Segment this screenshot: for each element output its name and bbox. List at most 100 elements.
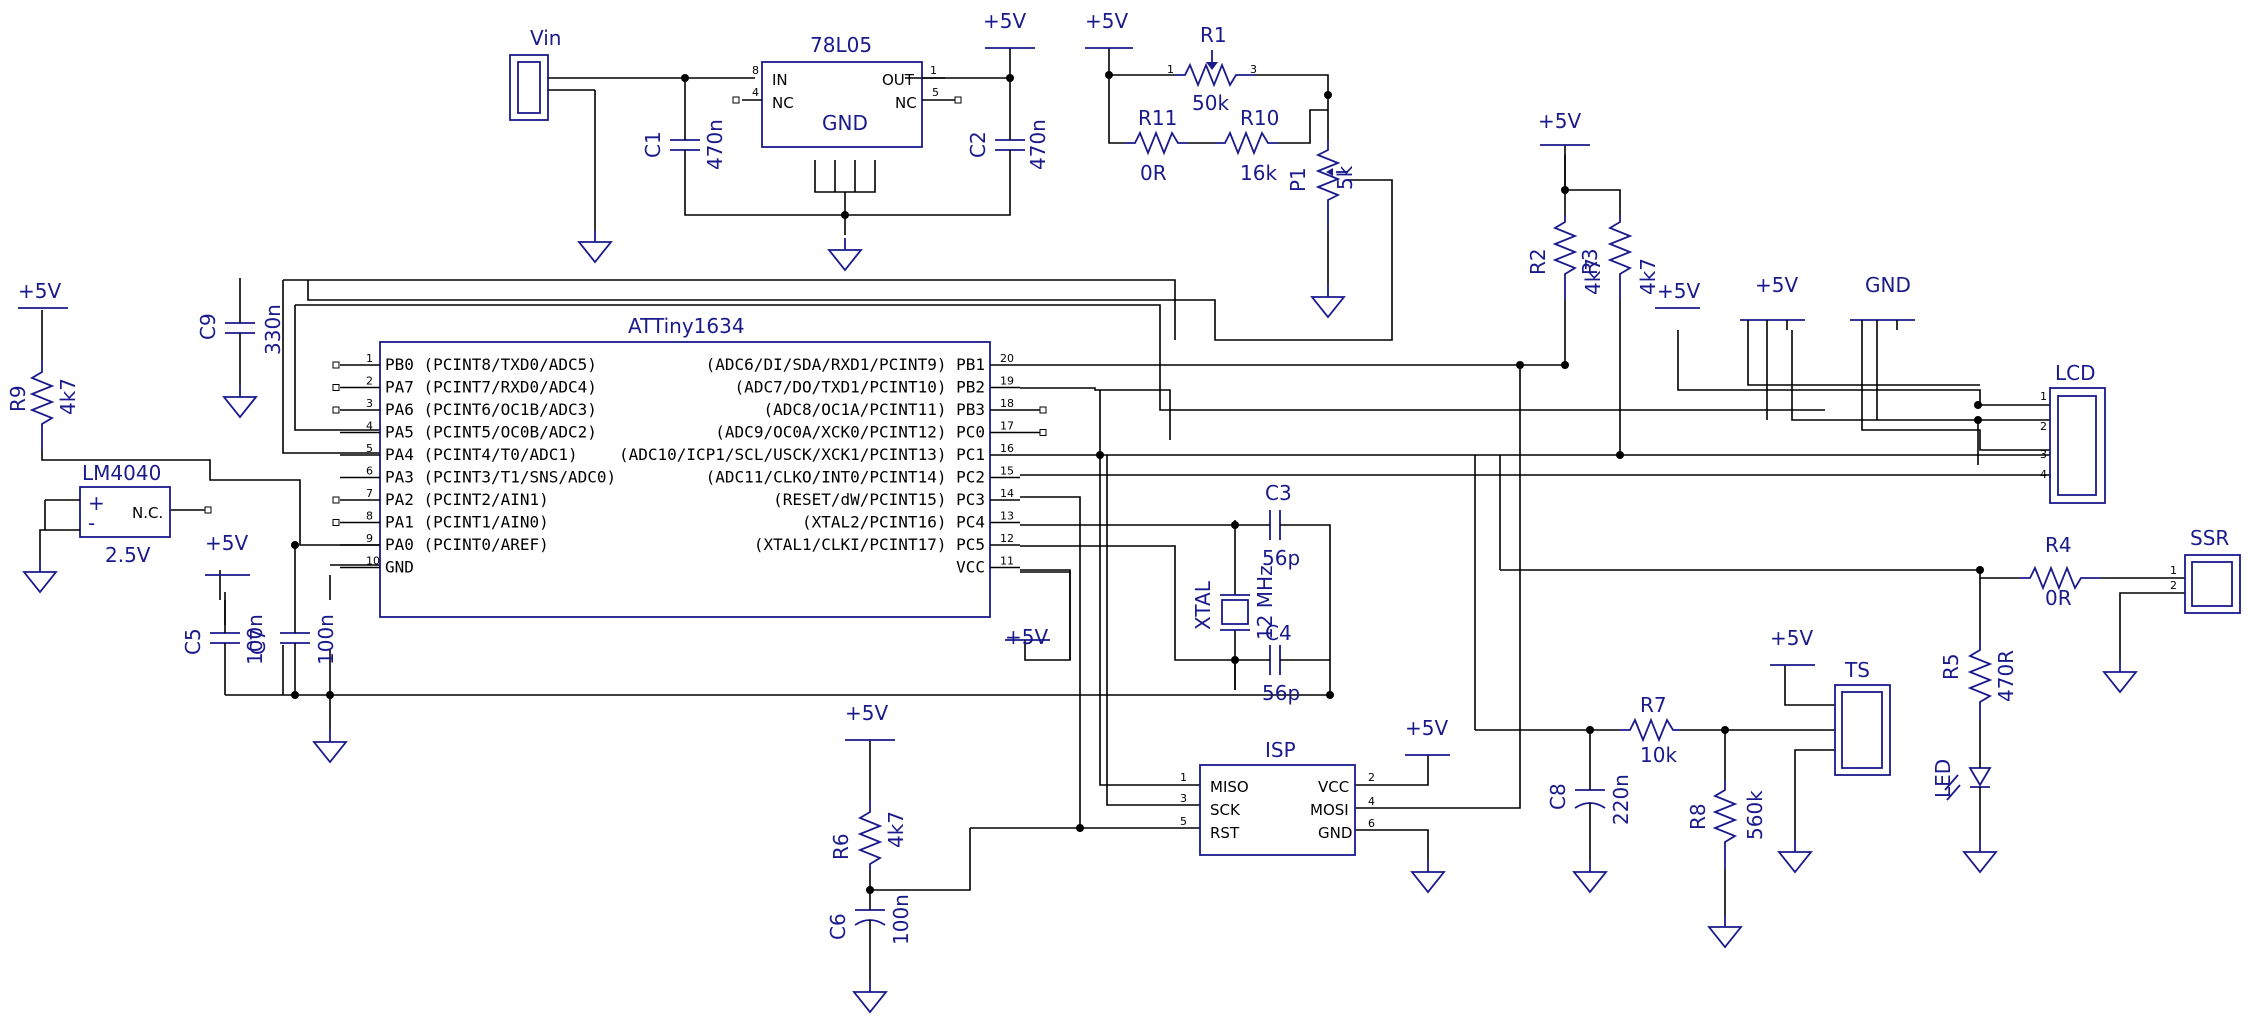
svg-text:R7: R7 bbox=[1640, 693, 1667, 717]
svg-text:C2: C2 bbox=[966, 131, 990, 158]
resistor-r7: R7 10k bbox=[1620, 693, 1680, 767]
svg-text:RST: RST bbox=[1210, 824, 1240, 842]
svg-text:17: 17 bbox=[1000, 420, 1014, 433]
supply-r2-5v: +5V bbox=[1538, 109, 1590, 146]
capacitor-c1: C1 470n bbox=[641, 119, 727, 170]
supply-lcd-header-5v: +5V bbox=[1740, 273, 1805, 321]
svg-text:1: 1 bbox=[1167, 63, 1174, 76]
svg-text:IN: IN bbox=[772, 71, 788, 89]
capacitor-c8: C8 220n bbox=[1546, 770, 1633, 830]
svg-text:P1: P1 bbox=[1286, 167, 1310, 192]
lcd-5v-header bbox=[1747, 320, 1788, 330]
ts-connector: TS bbox=[1834, 658, 1891, 776]
svg-text:78L05: 78L05 bbox=[810, 33, 872, 57]
svg-text:NC: NC bbox=[772, 94, 794, 112]
svg-text:100n: 100n bbox=[243, 614, 267, 665]
svg-text:3: 3 bbox=[1250, 63, 1257, 76]
svg-text:(ADC9/OC0A/XCK0/PCINT12) PC0: (ADC9/OC0A/XCK0/PCINT12) PC0 bbox=[715, 423, 985, 442]
mcu-pin-left: 7 PA2 (PCINT2/AIN1) bbox=[332, 487, 549, 509]
capacitor-c2: C2 470n bbox=[966, 119, 1050, 170]
svg-text:50k: 50k bbox=[1192, 91, 1229, 115]
svg-text:100n: 100n bbox=[314, 614, 338, 665]
svg-text:+5V: +5V bbox=[1770, 626, 1813, 650]
svg-text:R2: R2 bbox=[1526, 248, 1550, 275]
mcu-right-pins: 20(ADC6/DI/SDA/RXD1/PCINT9) PB119(ADC7/D… bbox=[619, 352, 1047, 577]
svg-text:1: 1 bbox=[2170, 564, 2177, 577]
lcd-gnd-header: GND bbox=[1850, 273, 1915, 321]
svg-text:6: 6 bbox=[366, 465, 373, 478]
supply-ts-5v: +5V bbox=[1770, 626, 1815, 666]
svg-text:2: 2 bbox=[1368, 771, 1375, 784]
svg-text:C4: C4 bbox=[1265, 621, 1292, 645]
svg-text:(XTAL1/CLKI/PCINT17) PC5: (XTAL1/CLKI/PCINT17) PC5 bbox=[754, 535, 985, 554]
svg-text:1: 1 bbox=[2040, 390, 2047, 403]
svg-text:C7: C7 bbox=[246, 628, 270, 655]
capacitor-c6: C6 100n bbox=[826, 894, 913, 960]
svg-text:OUT: OUT bbox=[882, 71, 915, 89]
svg-text:+5V: +5V bbox=[1657, 279, 1700, 303]
svg-text:NC: NC bbox=[895, 94, 917, 112]
svg-text:56p: 56p bbox=[1262, 681, 1300, 705]
svg-text:220n: 220n bbox=[1609, 774, 1633, 825]
supply-r9-5v: +5V bbox=[18, 279, 68, 309]
lcd-gnd-header-pins bbox=[1861, 320, 1898, 330]
svg-text:PA2 (PCINT2/AIN1): PA2 (PCINT2/AIN1) bbox=[385, 490, 549, 509]
svg-text:R1: R1 bbox=[1200, 23, 1227, 47]
svg-text:GND: GND bbox=[1865, 273, 1911, 297]
svg-text:C9: C9 bbox=[196, 313, 220, 340]
junctions bbox=[291, 71, 1984, 894]
isp-connector: ISP MISO SCK RST VCC MOSI GND bbox=[1199, 738, 1356, 856]
lm4040-reference: LM4040 2.5V + - N.C. bbox=[45, 461, 212, 567]
svg-text:LED: LED bbox=[1931, 759, 1955, 798]
svg-text:2: 2 bbox=[366, 375, 373, 388]
ssr-connector: SSR bbox=[2184, 526, 2241, 614]
svg-text:1: 1 bbox=[930, 64, 937, 77]
svg-text:6: 6 bbox=[1368, 817, 1375, 830]
svg-text:+5V: +5V bbox=[205, 531, 248, 555]
svg-text:3: 3 bbox=[2040, 448, 2047, 461]
svg-text:-: - bbox=[88, 511, 95, 535]
capacitor-c7: C7 100n bbox=[246, 595, 338, 695]
wires bbox=[39, 48, 2185, 980]
svg-text:3: 3 bbox=[1180, 792, 1187, 805]
svg-text:18: 18 bbox=[1000, 397, 1014, 410]
mcu-pin-right: 15 (ADC11/CLKO/INT0/PCINT14) PC2 bbox=[706, 465, 1020, 487]
svg-text:C3: C3 bbox=[1265, 481, 1292, 505]
mcu-pin-right: 19(ADC7/DO/TXD1/PCINT10) PB2 bbox=[735, 375, 1020, 397]
svg-text:+5V: +5V bbox=[1085, 9, 1128, 33]
svg-text:R4: R4 bbox=[2045, 533, 2072, 557]
svg-text:R8: R8 bbox=[1686, 803, 1710, 830]
capacitor-c5: C5 100n bbox=[181, 600, 267, 665]
resistor-r2: R2 4k7 bbox=[1526, 215, 1605, 300]
svg-text:4: 4 bbox=[2040, 468, 2047, 481]
resistor-r11: R11 0R bbox=[1125, 106, 1215, 185]
svg-text:GND: GND bbox=[822, 111, 868, 135]
resistor-r10: R10 16k bbox=[1215, 106, 1279, 185]
svg-text:1: 1 bbox=[1180, 771, 1187, 784]
svg-text:(ADC11/CLKO/INT0/PCINT14) PC2: (ADC11/CLKO/INT0/PCINT14) PC2 bbox=[706, 468, 985, 487]
supply-c5-5v: +5V bbox=[205, 531, 250, 576]
svg-text:C8: C8 bbox=[1546, 783, 1570, 810]
svg-text:GND: GND bbox=[1318, 824, 1352, 842]
resistor-r4: R4 0R bbox=[2020, 533, 2100, 610]
svg-text:R6: R6 bbox=[829, 833, 853, 860]
supply-isp-5v: +5V bbox=[1405, 716, 1450, 756]
mcu-pin-right: 18(ADC8/OC1A/PCINT11) PB3 bbox=[763, 397, 1047, 419]
svg-text:12: 12 bbox=[1000, 532, 1014, 545]
svg-text:10: 10 bbox=[366, 555, 380, 568]
potentiometer-r1: R1 50k bbox=[1175, 23, 1255, 115]
mcu-pin-right: 12 (XTAL1/CLKI/PCINT17) PC5 bbox=[754, 532, 1020, 554]
svg-text:PA4 (PCINT4/T0/ADC1): PA4 (PCINT4/T0/ADC1) bbox=[385, 445, 578, 464]
mcu-pin-right: 13(XTAL2/PCINT16) PC4 bbox=[802, 510, 1020, 532]
svg-text:470R: 470R bbox=[1994, 650, 2018, 702]
svg-text:330n: 330n bbox=[261, 304, 285, 355]
svg-text:15: 15 bbox=[1000, 465, 1014, 478]
svg-text:TS: TS bbox=[1844, 658, 1870, 682]
svg-text:7: 7 bbox=[366, 487, 373, 500]
svg-text:R9: R9 bbox=[6, 385, 30, 412]
